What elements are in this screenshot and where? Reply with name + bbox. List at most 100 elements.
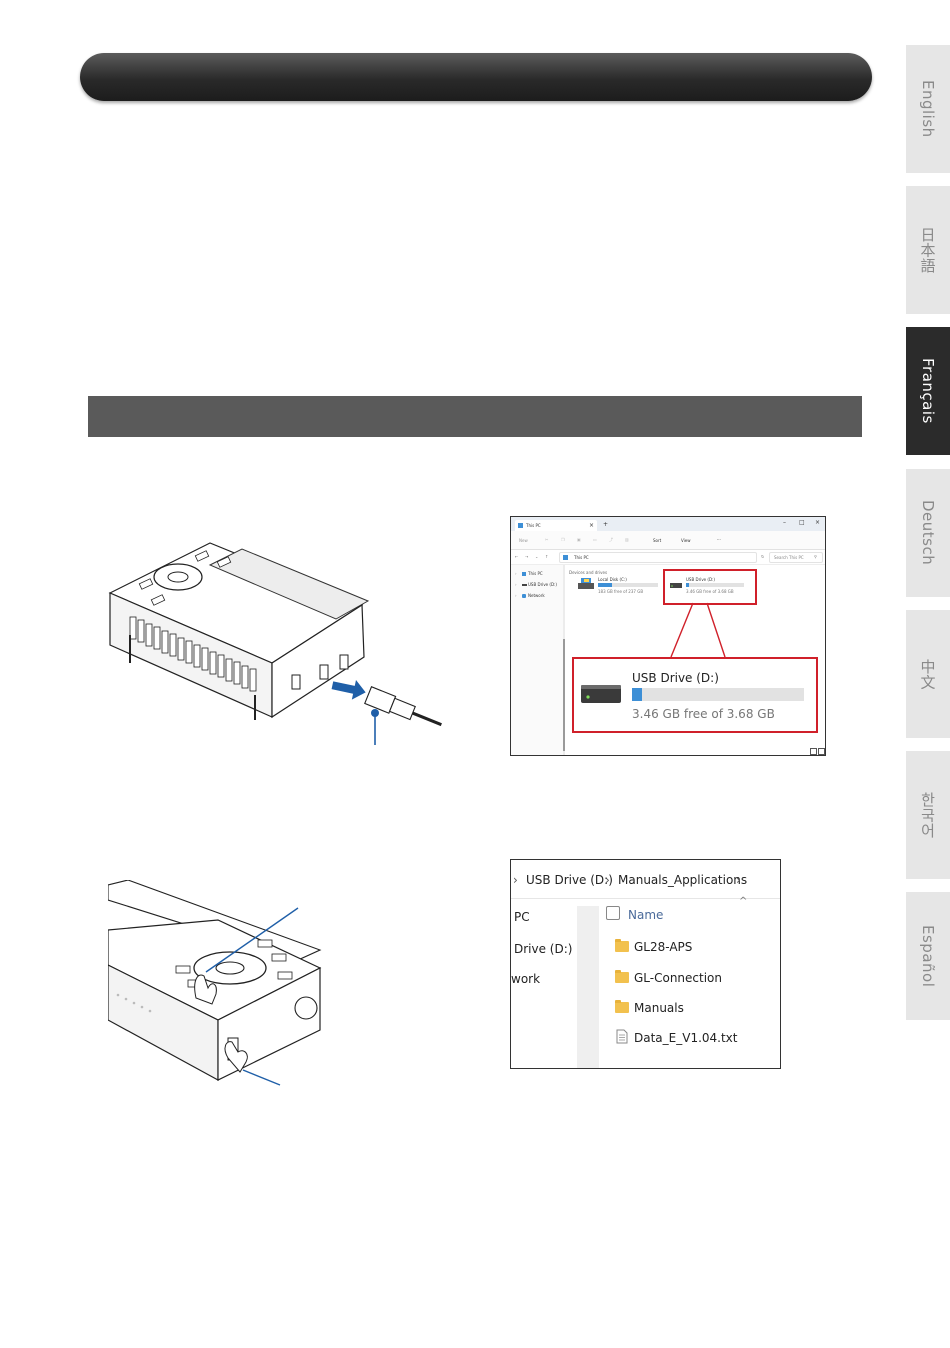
name-column-header[interactable]: Name	[628, 908, 664, 922]
folder-icon	[615, 1000, 629, 1013]
explorer-tab-strip: This PC × + – □ ×	[511, 517, 825, 531]
zoom-drive-name: USB Drive (D:)	[632, 671, 719, 685]
explorer-address-row: ← → ⌄ ↑ This PC ↻ Search This PC ⚲	[511, 550, 825, 565]
details-view-icon[interactable]	[810, 748, 817, 755]
tab-korean[interactable]: 한국어	[906, 751, 950, 879]
drive-usage-bar	[598, 583, 658, 587]
nav-label: Network	[528, 593, 545, 598]
computer-icon	[518, 523, 523, 528]
local-disk-icon	[578, 578, 594, 589]
nav-item-pc[interactable]: PC	[514, 910, 530, 924]
delete-icon[interactable]: ▥	[625, 537, 629, 542]
drive-usage-bar	[686, 583, 744, 587]
zoom-callout-lines	[670, 602, 726, 658]
nav-item-drive[interactable]: Drive (D:)	[514, 942, 573, 956]
tab-spanish[interactable]: Español	[906, 892, 950, 1020]
more-button[interactable]: ···	[717, 537, 721, 542]
tab-title: This PC	[526, 523, 541, 528]
explorer-folder-screenshot: › USB Drive (D:) › Manuals_Applications …	[510, 859, 781, 1069]
tab-english[interactable]: English	[906, 45, 950, 173]
network-icon	[522, 594, 526, 598]
item-name: GL28-APS	[634, 940, 693, 954]
add-tab-icon[interactable]: +	[603, 521, 609, 528]
item-name: Data_E_V1.04.txt	[634, 1031, 738, 1045]
share-icon[interactable]: ⤴	[609, 537, 613, 542]
explorer-tab[interactable]: This PC ×	[515, 520, 597, 531]
item-name: Manuals	[634, 1001, 684, 1015]
breadcrumb-item-usb-drive[interactable]: USB Drive (D:)	[526, 873, 613, 887]
nav-scrollbar[interactable]	[563, 565, 565, 755]
up-icon[interactable]: ↑	[545, 554, 549, 559]
refresh-icon[interactable]: ↻	[761, 554, 765, 559]
folder-nav-pane: PC Drive (D:) work	[511, 899, 577, 1068]
chevron-right-icon: ›	[736, 873, 741, 887]
tiles-view-icon[interactable]	[818, 748, 825, 755]
list-item[interactable]: Manuals	[613, 999, 773, 1017]
nav-item-usb-drive[interactable]: › USB Drive (D:)	[515, 582, 557, 587]
computer-icon	[522, 572, 526, 576]
nav-label: This PC	[528, 571, 543, 576]
section-title-bar	[88, 396, 862, 437]
device-usb-connection-illustration	[108, 542, 442, 745]
explorer-toolbar: New ✂ ❐ ▣ ▭ ⤴ ▥ Sort View ···	[511, 531, 825, 550]
window-close-icon[interactable]: ×	[815, 519, 821, 526]
explorer-this-pc-screenshot: This PC × + – □ × New ✂ ❐ ▣ ▭ ⤴ ▥ Sort V…	[510, 516, 826, 756]
tab-french[interactable]: Français	[906, 327, 950, 455]
text-file-icon	[616, 1029, 628, 1044]
close-icon[interactable]: ×	[589, 522, 595, 529]
section-header: Devices and drives	[569, 570, 608, 575]
usb-drive-icon	[670, 583, 682, 588]
tab-label: 日本語	[918, 226, 937, 274]
select-all-checkbox[interactable]	[606, 906, 620, 920]
usb-drive-icon	[581, 685, 621, 703]
rename-icon[interactable]: ▭	[593, 537, 597, 542]
chevron-right-icon: ›	[513, 873, 518, 887]
item-name: GL-Connection	[634, 971, 723, 985]
tab-chinese[interactable]: 中文	[906, 610, 950, 738]
computer-icon	[563, 555, 568, 560]
list-item[interactable]: Data_E_V1.04.txt	[613, 1029, 773, 1047]
sort-ascending-icon: ^	[739, 896, 748, 907]
minimize-icon[interactable]: –	[783, 519, 786, 526]
address-bar[interactable]: This PC	[559, 552, 757, 563]
tab-label: English	[919, 80, 937, 138]
list-item[interactable]: GL28-APS	[613, 938, 773, 956]
nav-item-network[interactable]: work	[511, 972, 541, 986]
paste-icon[interactable]: ▣	[577, 537, 581, 542]
view-button[interactable]: View	[681, 538, 691, 543]
zoom-free-space: 3.46 GB free of 3.68 GB	[632, 707, 775, 721]
chapter-title-bar	[80, 53, 872, 101]
folder-icon	[615, 970, 629, 983]
address-text: This PC	[574, 555, 589, 560]
drive-item-c[interactable]: Local Disk (C:) 183 GB free of 237 GB	[577, 577, 661, 595]
search-input[interactable]: Search This PC ⚲	[769, 552, 823, 563]
recent-icon[interactable]: ⌄	[535, 554, 539, 559]
tab-label: Français	[919, 358, 937, 424]
tab-japanese[interactable]: 日本語	[906, 186, 950, 314]
nav-scrollbar[interactable]	[577, 906, 599, 1068]
tab-label: Deutsch	[919, 500, 937, 566]
explorer-nav-pane: › This PC › USB Drive (D:) › Network	[511, 565, 563, 755]
new-button[interactable]: New	[519, 538, 528, 543]
usb-drive-zoom-callout: USB Drive (D:) 3.46 GB free of 3.68 GB	[572, 657, 818, 733]
search-placeholder: Search This PC	[774, 555, 804, 560]
copy-icon[interactable]: ❐	[561, 537, 565, 542]
drive-name: Local Disk (C:)	[598, 577, 627, 582]
tab-label: 中文	[918, 658, 937, 690]
forward-icon[interactable]: →	[525, 554, 529, 559]
nav-item-network[interactable]: › Network	[515, 593, 545, 598]
drive-item-d[interactable]: USB Drive (D:) 3.46 GB free of 3.68 GB	[669, 577, 753, 595]
cut-icon[interactable]: ✂	[545, 537, 549, 542]
search-icon: ⚲	[814, 554, 817, 559]
breadcrumb-item-manuals-applications[interactable]: Manuals_Applications	[618, 873, 748, 887]
sort-button[interactable]: Sort	[653, 538, 662, 543]
zoom-usage-bar	[632, 688, 804, 701]
tab-german[interactable]: Deutsch	[906, 469, 950, 597]
maximize-icon[interactable]: □	[799, 519, 805, 526]
device-key-press-illustration	[108, 880, 322, 1086]
nav-item-this-pc[interactable]: › This PC	[515, 571, 543, 576]
back-icon[interactable]: ←	[515, 554, 519, 559]
nav-label: USB Drive (D:)	[528, 582, 557, 587]
tab-label: Español	[919, 924, 937, 988]
list-item[interactable]: GL-Connection	[613, 969, 773, 987]
